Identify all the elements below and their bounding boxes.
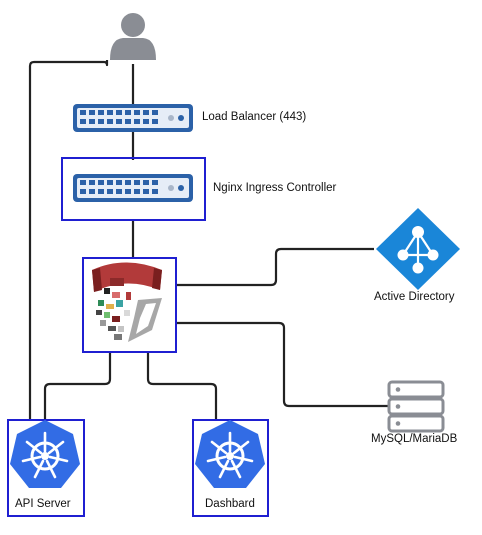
gatekeeper-highlight-box: [82, 257, 177, 353]
ingress-controller-label: Nginx Ingress Controller: [213, 182, 337, 194]
server-stack-icon: [387, 380, 445, 433]
api-server-kubernetes-icon: [10, 420, 80, 488]
connector-gatekeeper-to-dashboard: [146, 352, 218, 420]
connectors: [28, 60, 388, 420]
dashboard-highlight-box: [192, 419, 269, 517]
database-label: MySQL/MariaDB: [371, 433, 458, 445]
connector-gatekeeper-to-db: [176, 321, 388, 408]
load-balancer-switch-icon: [73, 104, 193, 132]
active-directory-label: Active Directory: [374, 291, 455, 303]
azure-active-directory-icon: [376, 208, 460, 290]
load-balancer-label: Load Balancer (443): [202, 111, 307, 123]
connector-api-loop: [28, 60, 109, 420]
dashboard-label: Dashbard: [205, 498, 255, 510]
dashboard-kubernetes-icon: [195, 420, 265, 488]
connector-gatekeeper-to-ad: [176, 247, 374, 287]
api-server-highlight-box: [7, 419, 85, 517]
api-server-label: API Server: [15, 498, 71, 510]
ingress-highlight-box: [61, 157, 206, 221]
shield-logo-icon: [92, 262, 162, 342]
connector-gatekeeper-to-api: [43, 352, 112, 420]
ingress-switch-icon: [73, 174, 193, 202]
user-icon: [110, 13, 156, 60]
